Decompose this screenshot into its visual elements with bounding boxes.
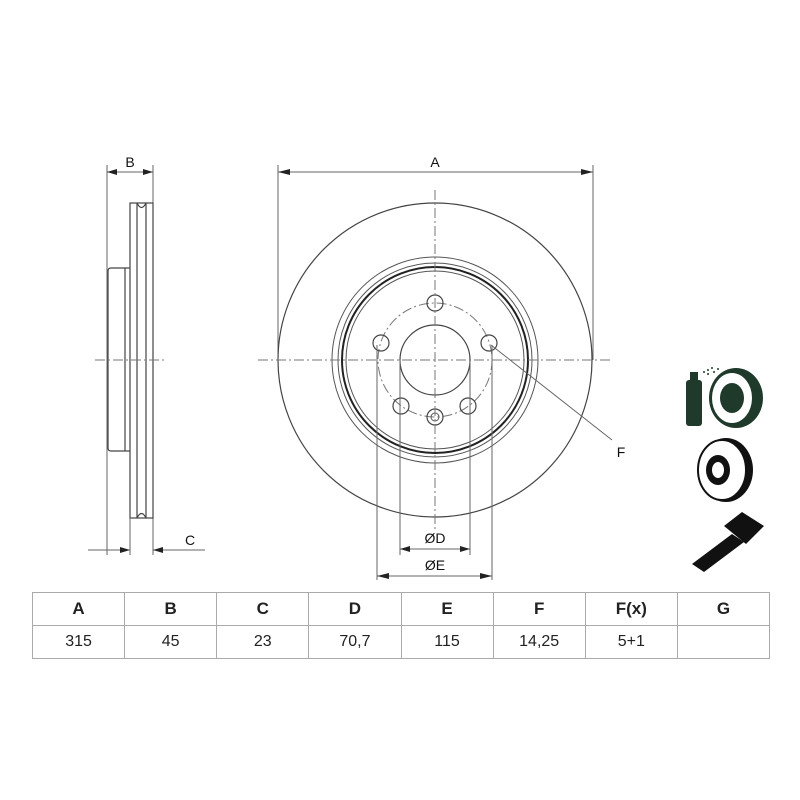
spec-header-d: D <box>308 592 402 626</box>
spec-header-a: A <box>31 592 126 626</box>
spec-header-c: C <box>216 592 310 626</box>
spec-value-a: 315 <box>31 625 126 659</box>
ventilated-disc-icon <box>697 438 753 502</box>
spec-value-fx: 5+1 <box>584 625 678 659</box>
dimension-label-c: C <box>185 532 195 548</box>
spec-value-d: 70,7 <box>308 625 402 659</box>
specification-table: A B C D E F F(x) G 315 45 23 70,7 115 14… <box>31 592 771 659</box>
front-view: A F ØD ØE <box>258 154 625 580</box>
spec-value-e: 115 <box>400 625 494 659</box>
spec-header-fx: F(x) <box>584 592 678 626</box>
dimension-label-d: ØD <box>425 530 446 546</box>
dimension-label-f: F <box>617 444 626 460</box>
accessory-icons <box>684 360 768 580</box>
countersunk-screw-icon <box>692 512 764 572</box>
spec-header-f: F <box>492 592 586 626</box>
spec-value-c: 23 <box>216 625 310 659</box>
spec-header-e: E <box>400 592 494 626</box>
brake-cleaner-spray-icon <box>686 367 763 428</box>
spec-header-row: A B C D E F F(x) G <box>31 592 771 626</box>
side-view: B C <box>88 154 205 555</box>
dimension-label-b: B <box>125 154 134 170</box>
spec-value-b: 45 <box>124 625 218 659</box>
spec-value-g <box>676 625 771 659</box>
dimension-label-a: A <box>430 154 440 170</box>
spec-header-b: B <box>124 592 218 626</box>
spec-header-g: G <box>676 592 771 626</box>
spec-value-f: 14,25 <box>492 625 586 659</box>
dimension-label-e: ØE <box>425 557 445 573</box>
spec-value-row: 315 45 23 70,7 115 14,25 5+1 <box>31 625 771 659</box>
